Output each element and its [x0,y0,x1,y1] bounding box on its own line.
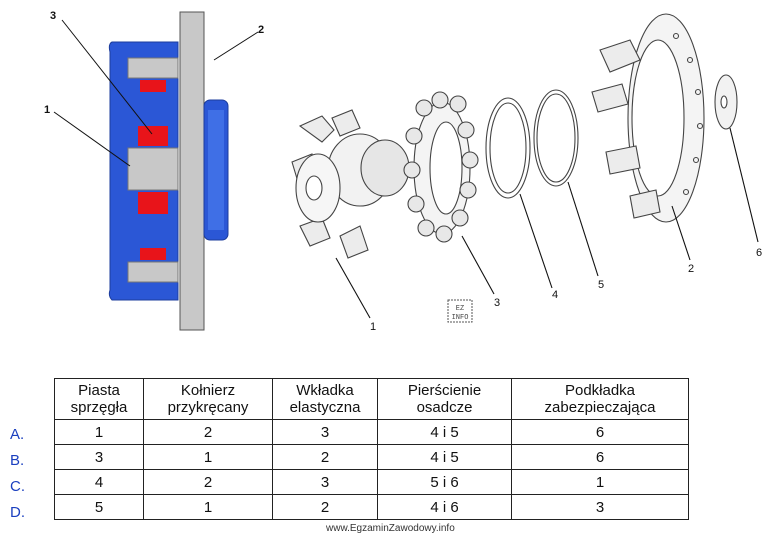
option-c-letter[interactable]: C. [10,478,25,495]
table-cell: 2 [143,469,273,495]
elastic-insert [138,126,168,146]
table-cell: 2 [143,419,273,445]
table-cell: 4 [54,469,144,495]
retaining-ring-5 [533,89,579,187]
table-cell: 3 [511,494,689,520]
table-cell: 2 [272,444,378,470]
callout-2: 2 [258,24,264,36]
table-cell: 6 [511,444,689,470]
callout-exploded-6: 6 [756,247,762,259]
table-row[interactable]: 4 2 3 5 i 6 1 [54,469,689,495]
table-row[interactable]: 5 1 2 4 i 6 3 [54,494,689,520]
coupling-figure: 3 2 1 [0,0,763,340]
table-cell: 3 [272,419,378,445]
callout-1: 1 [44,104,50,116]
option-a-letter[interactable]: A. [10,426,25,443]
elastic-insert-part [403,91,479,243]
table-cell: 1 [143,444,273,470]
table-cell: 4 i 5 [377,444,512,470]
table-cell: 3 [54,444,144,470]
callout-exploded-5: 5 [598,279,604,291]
table-cell: 1 [511,469,689,495]
hub-part [291,109,410,259]
flange-part [591,13,705,223]
table-cell: 4 i 5 [377,419,512,445]
option-d-letter[interactable]: D. [10,504,25,521]
callout-3: 3 [50,10,56,22]
table-cell: 5 i 6 [377,469,512,495]
table-row[interactable]: 1 2 3 4 i 5 6 [54,419,689,445]
callout-exploded-1: 1 [370,321,376,333]
exploded-callouts: 1 3 4 5 2 6 [370,247,762,333]
table-cell: 4 i 6 [377,494,512,520]
cross-section-drawing: 3 2 1 [0,0,265,340]
callout-exploded-4: 4 [552,289,558,301]
option-b-letter[interactable]: B. [10,452,25,469]
ez-info-logo: EZ INFO [447,299,473,323]
retaining-ring-4 [485,97,531,199]
table-row[interactable]: 3 1 2 4 i 5 6 [54,444,689,470]
table-cell: 6 [511,419,689,445]
flange-plate [179,11,205,331]
table-cell: 1 [54,419,144,445]
table-cell: 1 [143,494,273,520]
site-watermark: www.EgzaminZawodowy.info [326,523,455,534]
exploded-view-drawing [291,13,759,319]
svg-text:EZ: EZ [456,305,464,313]
svg-text:INFO: INFO [452,314,469,322]
washer-part [714,74,738,130]
table-cell: 2 [272,494,378,520]
table-cell: 3 [272,469,378,495]
table-cell: 5 [54,494,144,520]
callout-exploded-2: 2 [688,263,694,275]
callout-exploded-3: 3 [494,297,500,309]
